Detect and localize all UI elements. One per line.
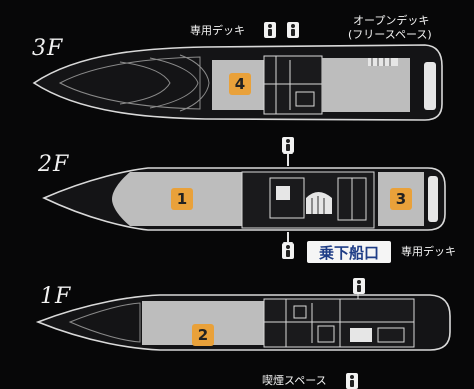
restroom-icon bbox=[287, 22, 299, 38]
floor-label-1f: 1F bbox=[40, 284, 72, 309]
deck-2f-hull bbox=[42, 146, 446, 250]
restroom-icon bbox=[353, 278, 365, 294]
boarding-gate-label: 乗下船口 bbox=[307, 241, 391, 263]
open-deck-sublabel: (フリースペース) bbox=[348, 28, 432, 41]
floor-label-2f: 2F bbox=[38, 152, 70, 177]
area-badge-4: 4 bbox=[229, 73, 251, 95]
private-deck-label-3f: 専用デッキ bbox=[190, 24, 245, 37]
restroom-icon bbox=[264, 22, 276, 38]
area-badge-2: 2 bbox=[192, 324, 214, 346]
restroom-icon bbox=[282, 243, 294, 259]
restroom-icon bbox=[346, 373, 358, 389]
smoking-space-label: 喫煙スペース bbox=[262, 374, 327, 387]
private-deck-label-2f: 専用デッキ bbox=[401, 245, 456, 258]
open-deck-label: オープンデッキ bbox=[353, 14, 430, 27]
deck-1f-hull bbox=[35, 292, 451, 351]
area-badge-1: 1 bbox=[171, 188, 193, 210]
area-badge-3: 3 bbox=[390, 188, 412, 210]
floor-label-3f: 3F bbox=[32, 36, 64, 61]
restroom-icon bbox=[282, 137, 294, 153]
